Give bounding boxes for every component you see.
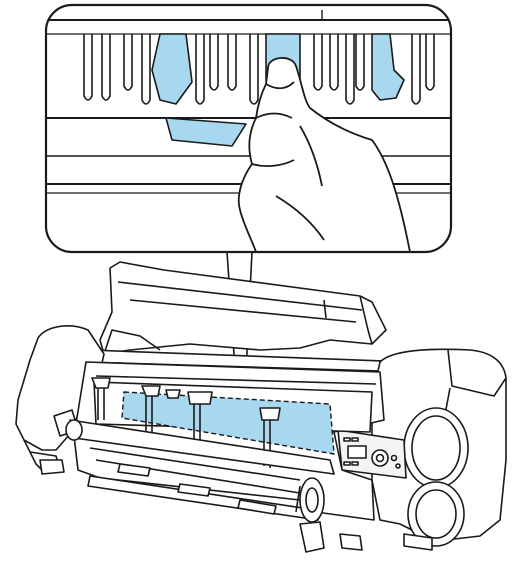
- roll-cap-upper: [404, 408, 468, 488]
- foot-right: [340, 534, 362, 550]
- spool-flange: [300, 478, 324, 522]
- printer-body: [16, 262, 506, 552]
- panel-display: [348, 446, 366, 458]
- panel-dial: [372, 450, 388, 466]
- foot-left: [40, 460, 64, 474]
